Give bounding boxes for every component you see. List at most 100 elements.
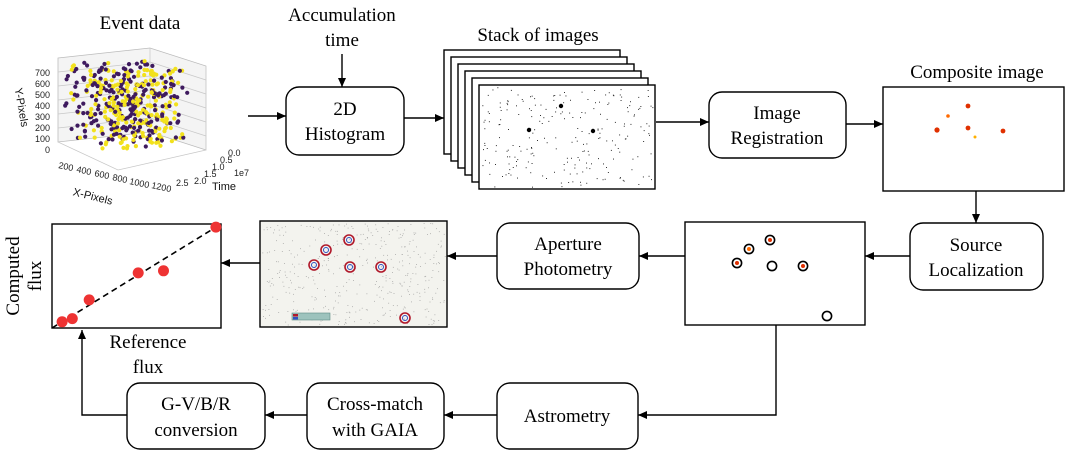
- event-point: [89, 106, 94, 112]
- noise-pixel: [287, 324, 289, 326]
- noise-pixel: [401, 285, 403, 287]
- noise-pixel: [330, 230, 332, 232]
- event-point: [154, 72, 159, 77]
- aperture-image-panel: [259, 220, 448, 328]
- noise-pixel: [274, 229, 275, 231]
- noise-pixel: [269, 285, 271, 287]
- event-point: [163, 102, 168, 107]
- noise-pixel: [352, 228, 354, 229]
- noise-pixel: [279, 270, 281, 271]
- event-point: [81, 111, 86, 116]
- noise-pixel: [324, 233, 325, 234]
- noise-pixel: [499, 137, 500, 139]
- noise-pixel: [266, 252, 268, 254]
- noise-pixel: [581, 112, 583, 113]
- noise-pixel: [640, 126, 642, 128]
- noise-pixel: [433, 322, 435, 324]
- source-blob: [946, 114, 950, 118]
- noise-pixel: [293, 309, 294, 311]
- noise-pixel: [352, 265, 354, 267]
- noise-pixel: [413, 311, 415, 313]
- noise-pixel: [348, 279, 350, 281]
- event-point: [142, 59, 147, 64]
- noise-pixel: [318, 228, 320, 230]
- time-axis-ticks: 0.0 0.5 1.0 1.5 2.0 2.5: [176, 148, 241, 188]
- noise-pixel: [292, 240, 293, 242]
- noise-pixel: [353, 280, 354, 281]
- y-tick: 600: [35, 79, 50, 89]
- noise-pixel: [434, 314, 436, 316]
- event-point: [107, 83, 112, 88]
- noise-pixel: [565, 95, 567, 97]
- noise-pixel: [359, 243, 361, 244]
- noise-pixel: [392, 266, 394, 268]
- event-point: [109, 78, 114, 83]
- noise-pixel: [333, 308, 334, 310]
- noise-pixel: [631, 169, 633, 171]
- event-point: [141, 83, 147, 88]
- noise-pixel: [482, 165, 484, 167]
- noise-pixel: [540, 104, 542, 106]
- noise-pixel: [269, 314, 270, 316]
- noise-pixel: [327, 258, 329, 259]
- noise-pixel: [564, 118, 565, 120]
- noise-pixel: [436, 263, 437, 265]
- noise-pixel: [349, 238, 351, 240]
- event-point: [116, 101, 121, 106]
- noise-pixel: [583, 143, 584, 145]
- event-point: [175, 120, 180, 125]
- event-point: [142, 67, 147, 72]
- noise-pixel: [622, 179, 624, 181]
- noise-pixel: [319, 226, 321, 228]
- noise-pixel: [623, 180, 625, 182]
- noise-pixel: [378, 287, 380, 289]
- detected-source: [743, 243, 755, 255]
- event-point: [93, 112, 98, 117]
- noise-pixel: [268, 269, 270, 270]
- noise-pixel: [648, 175, 650, 177]
- event-point: [69, 91, 74, 96]
- noise-pixel: [495, 145, 497, 147]
- event-data-panel: Event data 700 600 500 400 300 200 100 0…: [12, 13, 249, 208]
- noise-pixel: [530, 110, 532, 111]
- event-point: [75, 123, 80, 128]
- event-point: [135, 83, 140, 88]
- noise-pixel: [279, 234, 281, 236]
- noise-pixel: [302, 288, 304, 289]
- noise-pixel: [314, 265, 316, 267]
- image-stack: Stack of images: [443, 25, 656, 190]
- noise-pixel: [417, 254, 419, 255]
- event-point: [176, 80, 181, 85]
- event-point: [121, 145, 126, 150]
- noise-pixel: [338, 321, 340, 322]
- noise-pixel: [435, 292, 437, 294]
- event-point: [104, 140, 109, 145]
- event-point: [172, 94, 177, 99]
- noise-pixel: [289, 271, 291, 273]
- noise-pixel: [366, 237, 368, 238]
- noise-pixel: [337, 302, 339, 304]
- time-tick: 2.0: [194, 176, 207, 186]
- event-point: [94, 93, 99, 98]
- noise-pixel: [443, 233, 445, 235]
- noise-pixel: [295, 310, 297, 312]
- detected-source: [766, 260, 778, 272]
- event-point: [100, 146, 105, 151]
- noise-pixel: [582, 151, 584, 152]
- noise-pixel: [276, 299, 278, 300]
- arrow-detections-to-astrometry: [638, 325, 777, 419]
- noise-pixel: [387, 259, 388, 261]
- noise-pixel: [285, 274, 286, 276]
- noise-pixel: [537, 140, 538, 141]
- noise-pixel: [506, 109, 508, 111]
- noise-pixel: [440, 246, 442, 248]
- event-point: [181, 135, 186, 140]
- noise-pixel: [337, 243, 339, 245]
- crossmatch-label-line1: Cross-match: [327, 394, 424, 415]
- event-point: [120, 99, 125, 104]
- event-point: [77, 104, 82, 109]
- noise-pixel: [439, 302, 441, 304]
- noise-pixel: [383, 254, 385, 256]
- noise-pixel: [356, 293, 358, 295]
- noise-pixel: [432, 270, 434, 271]
